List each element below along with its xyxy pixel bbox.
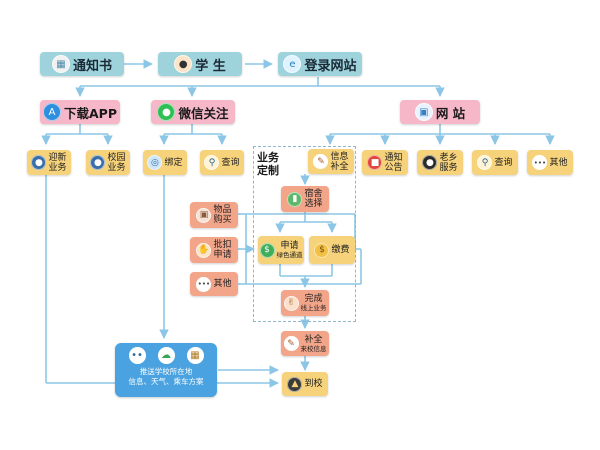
left-other-node[interactable]: ••• 其他 [190,272,238,296]
website-node[interactable]: ▣ 网 站 [400,100,480,124]
campus-line2: 业务 [107,162,126,173]
apply-green-channel-node[interactable]: $ 申请 绿色通道 [258,236,304,264]
left-other-label: 其他 [213,279,232,289]
approve-line1: 批扣 [213,240,232,250]
student-avatar-icon: ● [174,55,193,73]
business-custom-line1: 业务 [257,151,279,164]
goods-box-icon: ▣ [196,207,212,223]
internet-globe-icon: e [283,55,302,73]
site-notice-node[interactable]: ■ 通知公告 [362,150,408,175]
push-line1: 推送学校所在地 [139,367,193,376]
school-building-icon: ▲ [287,376,303,392]
wechat-label: 微信关注 [178,105,229,121]
campus-business-node[interactable]: ● 校园业务 [86,150,130,175]
bind-node[interactable]: ◎ 绑定 [143,150,187,175]
network-people-icon: ● [422,155,438,170]
chat-bubble-icon: •• [128,347,146,364]
bind-label: 绑定 [164,157,183,168]
alumni-line2: 服务 [439,162,458,173]
wechat-query-label: 查询 [221,157,240,168]
wechat-query-node[interactable]: ⚲ 查询 [200,150,244,175]
fill-arrival-info-node[interactable]: ✎ 补全 来校信息 [281,331,329,356]
site-other-label: 其他 [549,157,568,168]
welcome-line2: 业务 [48,162,67,173]
fill-sub-label: 来校信息 [300,344,327,353]
pay-fee-node[interactable]: $ 缴费 [309,236,355,264]
login-node[interactable]: e 登录网站 [278,52,362,76]
announcement-icon: ■ [367,155,383,170]
complete-sub-label: 线上业务 [300,304,327,312]
welcome-business-node[interactable]: ● 迎新业务 [27,150,71,175]
wechat-icon: ● [157,103,176,121]
handshake-icon: ✌ [283,295,299,311]
magnifier-icon: ⚲ [477,155,493,170]
buy-goods-node[interactable]: ▣ 物品购买 [190,202,238,228]
monitor-icon: ▣ [414,103,433,121]
pen-paper-icon: ✎ [283,336,299,351]
pay-label: 缴费 [331,245,350,255]
dorm-line2: 选择 [304,199,323,209]
wechat-node[interactable]: ● 微信关注 [151,100,235,124]
dorm-select-node[interactable]: ▮ 宿舍选择 [281,186,329,212]
info-fill-line2: 补全 [330,161,349,172]
building-icon: ▮ [287,191,303,207]
website-label: 网 站 [435,105,466,121]
info-fill-line1: 信息 [330,151,349,162]
complete-online-node[interactable]: ✌ 完成 线上业务 [281,290,329,316]
alumni-service-node[interactable]: ● 老乡服务 [417,150,463,175]
arrive-school-node[interactable]: ▲ 到校 [282,372,328,396]
push-line2: 信息、天气、乘车方案 [128,377,204,386]
campus-line1: 校园 [107,152,126,163]
pen-form-icon: ✎ [313,154,329,169]
more-dots-icon: ••• [532,155,548,170]
site-other-node[interactable]: ••• 其他 [527,150,573,175]
approve-apply-node[interactable]: ✋ 批扣申请 [190,237,238,263]
notice-node[interactable]: ▦ 通知书 [40,52,124,76]
app-store-icon: A [43,103,61,121]
push-info-box[interactable]: •• ☁ ▦ 推送学校所在地 信息、天气、乘车方案 [115,343,217,397]
money-bag-icon: $ [314,242,330,258]
document-icon: ▦ [51,55,70,73]
hand-pay-icon: ✋ [196,242,212,258]
download-label: 下载APP [64,105,117,121]
complete-label: 完成 [304,294,323,304]
team-icon: ● [90,155,106,170]
alumni-line1: 老乡 [439,152,458,163]
apply-sub-label: 绿色通道 [276,251,303,259]
student-label: 学 生 [195,58,226,74]
site-notice-line2: 公告 [384,162,403,173]
apply-label: 申请 [280,241,299,251]
people-group-icon: ● [31,155,47,170]
welcome-line1: 迎新 [48,152,67,163]
buy-line2: 购买 [213,215,232,225]
login-label: 登录网站 [304,58,357,74]
business-custom-line2: 定制 [257,164,279,177]
site-query-node[interactable]: ⚲ 查询 [472,150,518,175]
arrive-label: 到校 [304,379,323,389]
approve-line2: 申请 [213,250,232,260]
fill-label: 补全 [304,334,323,345]
student-node[interactable]: ● 学 生 [158,52,242,76]
weather-cloud-icon: ☁ [157,347,175,364]
buy-line1: 物品 [213,205,232,215]
site-query-label: 查询 [494,157,513,168]
download-app-node[interactable]: A 下载APP [40,100,120,124]
more-dots-icon: ••• [196,276,212,292]
business-custom-label: 业务 定制 [257,151,279,177]
globe-link-icon: ◎ [147,155,163,170]
site-notice-line1: 通知 [384,152,403,163]
bus-route-icon: ▦ [186,347,204,364]
business-region [253,146,356,322]
money-hand-icon: $ [259,242,275,258]
notice-label: 通知书 [72,58,112,74]
dorm-line1: 宿舍 [304,189,323,199]
info-fill-node[interactable]: ✎ 信息补全 [308,149,354,174]
magnifier-icon: ⚲ [204,155,220,170]
